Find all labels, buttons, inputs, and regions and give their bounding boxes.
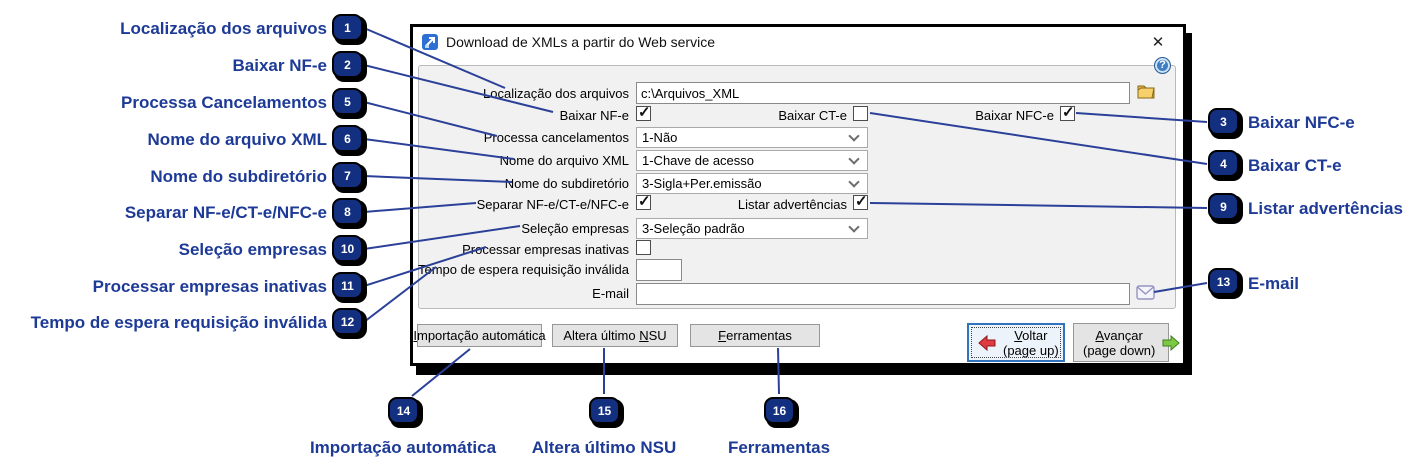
callout-badge-1: 1 xyxy=(332,14,363,41)
callout-label-13: E-mail xyxy=(1248,274,1300,293)
nome-subdiretorio-label: Nome do subdiretório xyxy=(504,176,629,191)
app-icon xyxy=(422,34,438,50)
listar-advertencias-checkbox[interactable]: ✓ xyxy=(853,193,868,210)
callout-label-5: Processa Cancelamentos xyxy=(121,93,327,112)
callout-label-15: Altera último NSU xyxy=(531,438,677,457)
tempo-espera-input[interactable] xyxy=(636,259,682,281)
callout-label-2: Baixar NF-e xyxy=(232,56,327,75)
baixar-nfe-checkbox[interactable]: ✓ xyxy=(636,104,651,121)
callout-label-8: Separar NF-e/CT-e/NFC-e xyxy=(124,203,327,222)
help-icon[interactable]: ? xyxy=(1154,57,1171,74)
callout-label-12: Tempo de espera requisição inválida xyxy=(30,313,327,332)
dialog-download-xml: Download de XMLs a partir do Web service… xyxy=(410,24,1186,366)
separar-label: Separar NF-e/CT-e/NFC-e xyxy=(476,197,629,212)
separar-checkbox[interactable]: ✓ xyxy=(636,193,651,210)
voltar-button[interactable]: Voltar(page up) xyxy=(967,323,1065,362)
callout-badge-16: 16 xyxy=(764,397,795,424)
callout-badge-15: 15 xyxy=(589,397,620,424)
callout-label-7: Nome do subdiretório xyxy=(150,167,327,186)
email-input[interactable] xyxy=(636,283,1130,305)
processa-cancelamentos-label: Processa cancelamentos xyxy=(483,130,629,145)
callout-label-9: Listar advertências xyxy=(1248,199,1403,218)
callout-badge-12: 12 xyxy=(332,308,363,335)
callout-badge-8: 8 xyxy=(332,198,363,225)
baixar-nfe-label: Baixar NF-e xyxy=(559,108,629,123)
processar-inativas-label: Processar empresas inativas xyxy=(462,242,629,257)
callout-badge-4: 4 xyxy=(1208,150,1239,177)
callout-badge-14: 14 xyxy=(388,397,419,424)
email-label: E-mail xyxy=(592,286,629,301)
forward-arrow-icon xyxy=(1162,334,1181,351)
callout-badge-10: 10 xyxy=(332,235,363,262)
callout-badge-5: 5 xyxy=(332,88,363,115)
window-title: Download de XMLs a partir do Web service xyxy=(446,34,715,50)
callout-label-14: Importação automática xyxy=(309,438,497,457)
callout-badge-6: 6 xyxy=(332,125,363,152)
callout-label-1: Localização dos arquivos xyxy=(120,19,327,38)
baixar-cte-label: Baixar CT-e xyxy=(778,108,847,123)
nome-subdiretorio-select[interactable]: 3-Sigla+Per.emissão xyxy=(636,173,868,194)
callout-label-4: Baixar CT-e xyxy=(1248,156,1342,175)
callout-label-16: Ferramentas xyxy=(727,438,831,457)
altera-ultimo-nsu-button[interactable]: Altera último NSU xyxy=(552,324,678,347)
callout-badge-11: 11 xyxy=(332,272,363,299)
callout-label-3: Baixar NFC-e xyxy=(1248,113,1355,132)
callout-badge-13: 13 xyxy=(1208,268,1239,295)
chevron-down-icon xyxy=(848,176,860,188)
tempo-espera-label: Tempo de espera requisição inválida xyxy=(417,262,629,277)
folder-browse-icon[interactable] xyxy=(1136,82,1156,100)
callout-label-6: Nome do arquivo XML xyxy=(147,130,327,149)
avancar-button[interactable]: Avançar(page down) xyxy=(1073,323,1181,362)
baixar-nfce-checkbox[interactable]: ✓ xyxy=(1060,104,1075,121)
listar-advertencias-label: Listar advertências xyxy=(737,197,847,212)
selecao-empresas-select[interactable]: 3-Seleção padrão xyxy=(636,218,868,239)
title-bar: Download de XMLs a partir do Web service… xyxy=(413,27,1183,57)
back-arrow-icon xyxy=(978,334,996,351)
callout-badge-2: 2 xyxy=(332,51,363,78)
callout-badge-7: 7 xyxy=(332,162,363,189)
callout-label-11: Processar empresas inativas xyxy=(92,277,327,296)
chevron-down-icon xyxy=(848,153,860,165)
nome-arquivo-xml-label: Nome do arquivo XML xyxy=(499,153,629,168)
callout-badge-9: 9 xyxy=(1208,193,1239,220)
email-icon[interactable] xyxy=(1136,285,1155,300)
processar-inativas-checkbox[interactable] xyxy=(636,240,651,255)
nome-arquivo-xml-select[interactable]: 1-Chave de acesso xyxy=(636,150,868,171)
localizacao-label: Localização dos arquivos xyxy=(483,86,629,101)
callout-label-10: Seleção empresas xyxy=(178,240,327,259)
settings-groupbox: Localização dos arquivos Baixar NF-e ✓ B… xyxy=(418,65,1176,309)
processa-cancelamentos-select[interactable]: 1-Não xyxy=(636,127,868,148)
baixar-nfce-label: Baixar NFC-e xyxy=(975,108,1054,123)
chevron-down-icon xyxy=(848,221,860,233)
selecao-empresas-label: Seleção empresas xyxy=(521,221,629,236)
importacao-automatica-button[interactable]: Importação automática xyxy=(413,324,546,347)
baixar-cte-checkbox[interactable] xyxy=(853,106,868,121)
localizacao-input[interactable] xyxy=(636,82,1130,104)
close-icon[interactable]: ✕ xyxy=(1151,34,1165,51)
ferramentas-button[interactable]: Ferramentas xyxy=(690,324,820,347)
callout-badge-3: 3 xyxy=(1208,108,1239,135)
chevron-down-icon xyxy=(848,130,860,142)
